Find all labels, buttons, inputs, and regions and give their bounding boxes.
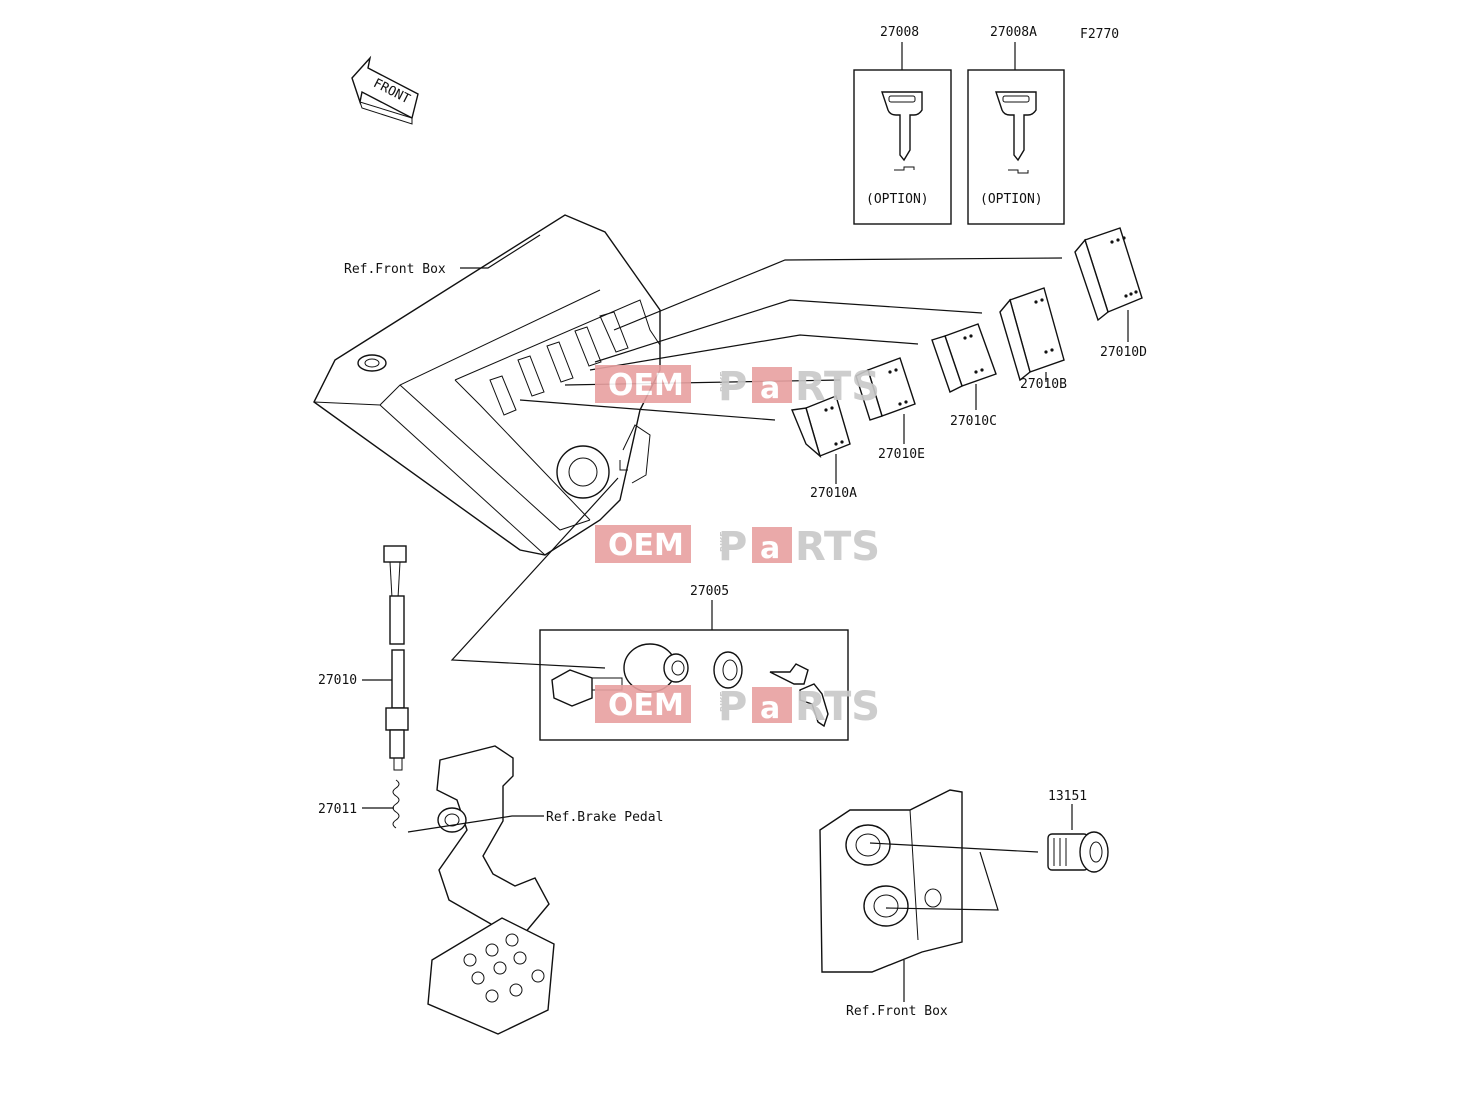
ignition-switch-27005[interactable] [551, 643, 689, 707]
front-box-panel [313, 214, 661, 556]
svg-text:P: P [718, 524, 747, 570]
switch-contacts-icon [963, 334, 984, 374]
label-13151: 13151 [1048, 789, 1087, 804]
switch-27010B[interactable] [999, 287, 1065, 382]
label-27010D: 27010D [1100, 345, 1147, 360]
switch-contacts-icon [888, 368, 908, 406]
switch-27010C[interactable] [931, 323, 997, 410]
ignition-keys-icon[interactable] [769, 663, 829, 728]
key-27008[interactable]: 27008 (OPTION) [853, 25, 952, 225]
option-label-1: (OPTION) [866, 192, 929, 207]
figure-code: F2770 [1080, 27, 1119, 42]
watermark-top: OEM BIKE P a RTS [595, 364, 880, 410]
switch-contacts-icon [1034, 298, 1054, 354]
brake-light-switch-27010[interactable] [383, 545, 409, 771]
svg-text:P: P [718, 364, 747, 410]
front-arrow-icon: FRONT [351, 55, 419, 125]
watermark-middle: OEM BIKE P a RTS [595, 524, 880, 570]
switch-27010D[interactable] [1074, 227, 1143, 342]
svg-text:BIKE: BIKE [719, 371, 728, 392]
ignition-nut[interactable] [713, 651, 743, 689]
label-27005: 27005 [690, 584, 729, 599]
switch-27010E[interactable] [855, 357, 916, 444]
key-blank-icon [995, 91, 1037, 174]
switch-contacts-icon [1110, 236, 1138, 298]
brake-pedal [427, 745, 555, 1035]
power-socket-13151[interactable] [1047, 831, 1109, 873]
ref-brake-pedal: Ref.Brake Pedal [546, 810, 663, 825]
label-27010B: 27010B [1020, 377, 1067, 392]
label-27010C: 27010C [950, 414, 997, 429]
switch-contacts-icon [824, 406, 844, 446]
label-27008: 27008 [880, 25, 919, 40]
label-27010A: 27010A [810, 486, 857, 501]
switch-27010A[interactable] [791, 395, 851, 484]
option-label-2: (OPTION) [980, 192, 1043, 207]
svg-text:BIKE: BIKE [719, 531, 728, 552]
svg-text:RTS: RTS [795, 684, 880, 730]
svg-text:a: a [760, 531, 780, 566]
svg-text:a: a [760, 371, 780, 406]
ref-front-box-top: Ref.Front Box [344, 262, 446, 277]
spring-27011[interactable] [392, 779, 400, 829]
svg-text:P: P [718, 684, 747, 730]
svg-text:OEM: OEM [608, 528, 684, 563]
label-27010: 27010 [318, 673, 357, 688]
pedal-grip-icon [463, 933, 545, 1003]
front-box-lower [819, 789, 963, 973]
key-blank-icon [881, 91, 923, 171]
label-27010E: 27010E [878, 447, 925, 462]
svg-text:RTS: RTS [795, 524, 880, 570]
svg-text:a: a [760, 691, 780, 726]
svg-text:OEM: OEM [608, 688, 684, 723]
label-27011: 27011 [318, 802, 357, 817]
svg-text:OEM: OEM [608, 368, 684, 403]
svg-text:RTS: RTS [795, 364, 880, 410]
label-27008A: 27008A [990, 25, 1037, 40]
key-27008A[interactable]: 27008A (OPTION) [967, 25, 1065, 225]
watermark-bottom: OEM BIKE P a RTS [595, 684, 880, 730]
svg-text:BIKE: BIKE [719, 691, 728, 712]
ref-front-box-bottom: Ref.Front Box [846, 1004, 948, 1019]
